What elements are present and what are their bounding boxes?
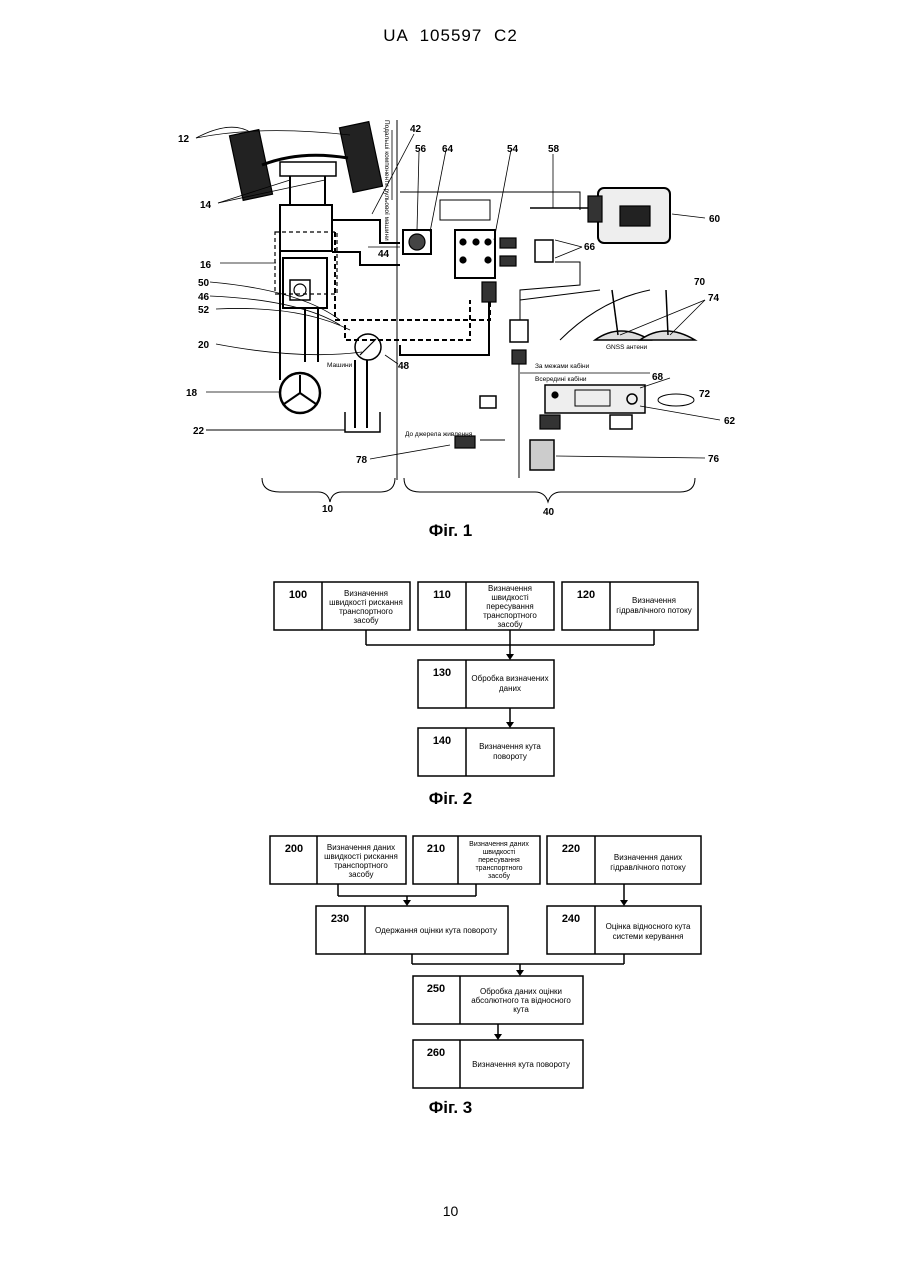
fig2-box-130-id: 130 bbox=[433, 667, 451, 679]
fig1-label-machine: Машини bbox=[327, 362, 353, 369]
fig3-box-260-line: Визначення кута повороту bbox=[472, 1060, 570, 1069]
fig3-box-250-line: абсолютного та відносного bbox=[471, 996, 571, 1005]
fig3-box-200-line: транспортного bbox=[334, 861, 388, 870]
fig2-box-110-line: Визначення bbox=[488, 584, 532, 593]
fig3-box-220-line: Визначення даних bbox=[614, 853, 682, 862]
display-console-icon bbox=[545, 385, 645, 413]
fig1-diagram bbox=[196, 120, 720, 502]
fig1-ref: 22 bbox=[193, 426, 205, 437]
fig2-box-110-id: 110 bbox=[433, 589, 451, 601]
fig2-box-120-line: гідравлічного потоку bbox=[616, 606, 691, 615]
fig1-ref: 46 bbox=[198, 292, 210, 303]
fig1-ref: 66 bbox=[584, 242, 596, 253]
fig3-flowchart bbox=[270, 836, 701, 1088]
fig2-box-110-line: засобу bbox=[497, 620, 522, 629]
fig1-caption: Фіг. 1 bbox=[0, 521, 901, 541]
fig1-ref: 14 bbox=[200, 200, 212, 211]
steering-wheel-icon bbox=[280, 373, 320, 413]
fig1-ref: 68 bbox=[652, 372, 664, 383]
fig2-box-110-line: пересування bbox=[486, 602, 533, 611]
fig2-box-140-line: повороту bbox=[493, 752, 527, 761]
fig3-caption: Фіг. 3 bbox=[0, 1098, 901, 1118]
fig3-box-250-line: кута bbox=[513, 1005, 529, 1014]
fig1-ref: 16 bbox=[200, 260, 212, 271]
fig3-box-240-line: системи керування bbox=[613, 932, 684, 941]
fig3-box-210-line: Визначення даних bbox=[469, 841, 529, 848]
fig3-box-200-line: Визначення даних bbox=[327, 843, 395, 852]
fig1-ref: 18 bbox=[186, 388, 198, 399]
fig3-box-200-line: засобу bbox=[348, 870, 373, 879]
fig3-box-texts: 200 Визначення даних швидкості рискання … bbox=[285, 841, 691, 1069]
fig3-box-210-id: 210 bbox=[427, 843, 445, 855]
fig3-box-240-line: Оцінка відносного кута bbox=[606, 922, 691, 931]
fig2-box-100-line: транспортного bbox=[339, 607, 393, 616]
fig1-ref: 60 bbox=[709, 214, 721, 225]
fig1-label-inside-cab: Всередині кабіни bbox=[535, 375, 587, 383]
fig1-label-components: Подальші компоненти рульової машини bbox=[383, 120, 391, 241]
fig1-ref: 62 bbox=[724, 416, 736, 427]
fig2-box-110-line: швидкості bbox=[491, 593, 529, 602]
fig1-label-power: До джерела живлення bbox=[405, 431, 473, 438]
fig3-box-210-line: засобу bbox=[488, 872, 510, 880]
fig1-ref: 44 bbox=[378, 249, 390, 260]
page-number: 10 bbox=[0, 1203, 901, 1219]
fig1-ref: 72 bbox=[699, 389, 711, 400]
fig1-ref: 20 bbox=[198, 340, 210, 351]
fig2-box-130-line: даних bbox=[499, 684, 521, 693]
fig2-box-texts: 100 Визначення швидкості рискання трансп… bbox=[289, 584, 692, 761]
fig1-ref: 48 bbox=[398, 361, 410, 372]
fig2-caption: Фіг. 2 bbox=[0, 789, 901, 809]
fig1-ref: 10 bbox=[322, 504, 334, 515]
fig3-box-220-line: гідравлічного потоку bbox=[610, 863, 685, 872]
fig3-box-200-id: 200 bbox=[285, 843, 303, 855]
fig1-ref: 40 bbox=[543, 507, 555, 518]
fig1-ref: 78 bbox=[356, 455, 368, 466]
fig2-box-110-line: транспортного bbox=[483, 611, 537, 620]
fig2-box-140-id: 140 bbox=[433, 735, 451, 747]
fig3-box-250-id: 250 bbox=[427, 983, 445, 995]
gnss-antenna-icon bbox=[595, 290, 695, 340]
fig3-box-210-line: швидкості bbox=[483, 848, 516, 856]
fig1-ref: 42 bbox=[410, 124, 422, 135]
fig1-ref: 12 bbox=[178, 134, 190, 145]
fig1-ref: 74 bbox=[708, 293, 720, 304]
fig2-box-100-line: швидкості рискання bbox=[329, 598, 403, 607]
fig2-box-140-line: Визначення кута bbox=[479, 742, 541, 751]
fig2-box-120-line: Визначення bbox=[632, 596, 676, 605]
fig3-box-250-line: Обробка даних оцінки bbox=[480, 987, 562, 996]
fig3-box-230-line: Одержання оцінки кута повороту bbox=[375, 926, 497, 935]
fig3-box-200-line: швидкості рискання bbox=[324, 852, 398, 861]
fig2-box-100-line: засобу bbox=[353, 616, 378, 625]
fig2-box-120-id: 120 bbox=[577, 589, 595, 601]
fig1-ref: 70 bbox=[694, 277, 706, 288]
fig1-ref: 56 bbox=[415, 144, 427, 155]
fig3-box-210-line: транспортного bbox=[475, 865, 522, 872]
fig1-ref: 76 bbox=[708, 454, 720, 465]
fig2-box-100-id: 100 bbox=[289, 589, 307, 601]
fig2-box-130-line: Обробка визначених bbox=[471, 674, 548, 683]
fig1-label-outside-cab: За межами кабіни bbox=[535, 362, 590, 370]
fig3-box-210-line: пересування bbox=[478, 857, 520, 864]
fig1-ref: 54 bbox=[507, 144, 519, 155]
fig1-ref: 52 bbox=[198, 305, 210, 316]
fig2-box-100-line: Визначення bbox=[344, 589, 388, 598]
fig1-ref: 58 bbox=[548, 144, 560, 155]
fig3-box-240-id: 240 bbox=[562, 913, 580, 925]
fig1-ref: 64 bbox=[442, 144, 454, 155]
receiver-unit-icon bbox=[588, 188, 670, 243]
fig3-box-220-id: 220 bbox=[562, 843, 580, 855]
fig3-box-230-id: 230 bbox=[331, 913, 349, 925]
fig1-ref: 50 bbox=[198, 278, 210, 289]
fig1-label-gnss: GNSS антени bbox=[606, 344, 648, 351]
fig3-box-260-id: 260 bbox=[427, 1047, 445, 1059]
